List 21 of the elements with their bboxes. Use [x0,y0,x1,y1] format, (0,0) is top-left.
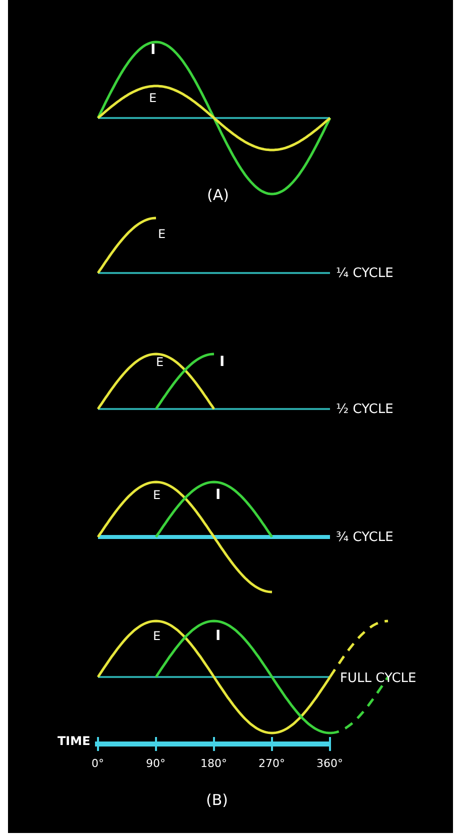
tick-label: 180° [200,758,227,768]
tick-label: 360° [316,758,343,768]
curve-label: E [158,228,166,240]
cycle-label: FULL CYCLE [340,672,416,684]
tick-label: 0° [92,758,104,768]
curve-label: I [150,43,156,57]
axis-label: TIME [58,735,90,747]
cycle-label: ¼ CYCLE [336,266,394,280]
curve-label: E [153,489,161,501]
curve-label: I [216,629,221,643]
curve-label: I [220,355,225,369]
tick-label: 270° [258,758,285,768]
curve-label: E [153,630,161,642]
cycle-label: ¾ CYCLE [336,530,394,544]
panel-label: (A) [207,188,229,202]
curve-label: E [149,92,157,104]
curve-label: I [216,488,221,502]
panel-label: (B) [206,792,228,808]
tick-label: 90° [146,758,166,768]
curve-label: E [156,356,164,368]
cycle-label: ½ CYCLE [336,402,394,416]
